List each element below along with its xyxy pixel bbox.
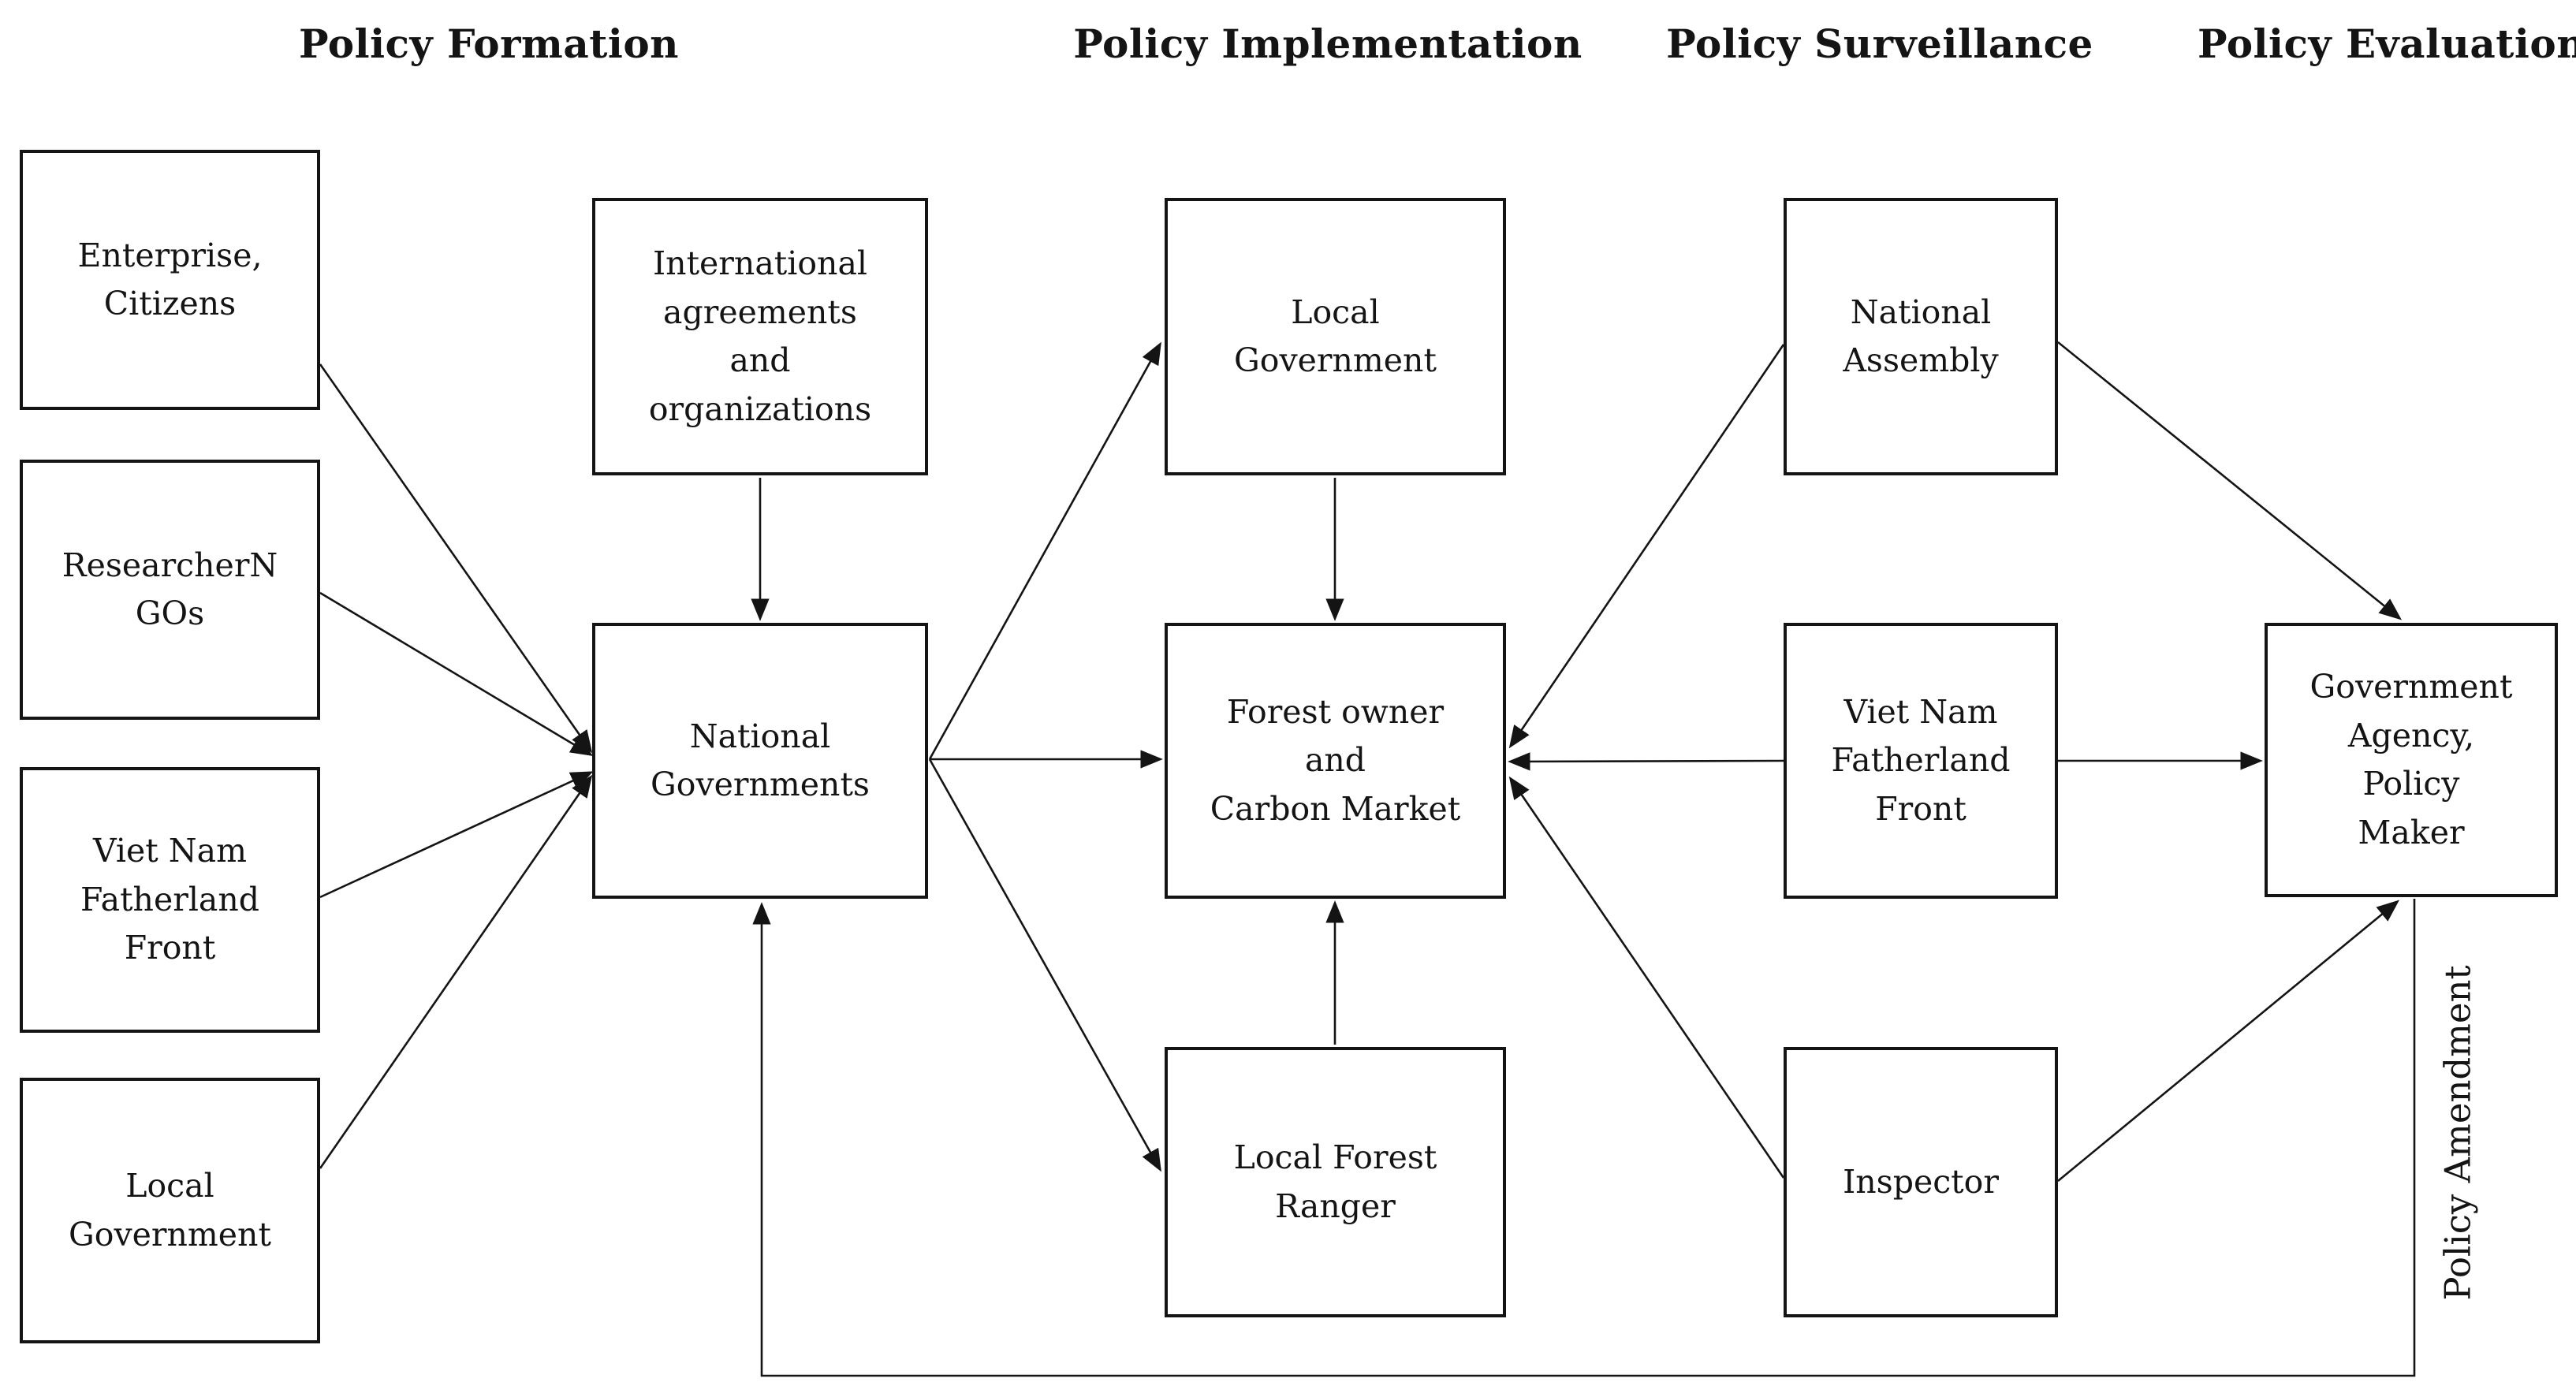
- box-forest-owner-carbon-market: Forest owner and Carbon Market: [1165, 623, 1506, 899]
- arrow-fatherland-front-2-to-forest-owner: [1508, 752, 1784, 771]
- box-researcher-ngos: ResearcherN GOs: [20, 460, 320, 720]
- box-local-government-1: Local Government: [20, 1078, 320, 1343]
- arrow-national-assembly-to-government-agency: [2057, 341, 2403, 620]
- box-local-forest-ranger: Local Forest Ranger: [1165, 1047, 1506, 1317]
- arrow-researchers-to-national-governments: [319, 591, 594, 757]
- arrow-fatherland-front-to-national-governments: [319, 771, 594, 899]
- box-national-governments: National Governments: [592, 623, 928, 899]
- column-header-policy-evaluation: Policy Evaluation: [2197, 20, 2576, 67]
- box-international-agreements: International agreements and organizatio…: [592, 198, 928, 475]
- arrow-national-governments-to-forest-ranger: [928, 758, 1161, 1172]
- box-enterprise-citizens: Enterprise, Citizens: [20, 150, 320, 410]
- box-local-government-2: Local Government: [1165, 198, 1506, 475]
- arrow-enterprise-to-national-governments: [319, 363, 593, 754]
- column-header-policy-surveillance: Policy Surveillance: [1666, 20, 2093, 67]
- box-inspector: Inspector: [1784, 1047, 2058, 1317]
- arrow-national-assembly-to-forest-owner: [1508, 344, 1785, 749]
- box-viet-nam-fatherland-front-1: Viet Nam Fatherland Front: [20, 767, 320, 1033]
- arrow-policy-amendment-feedback: [752, 899, 2416, 1377]
- arrow-national-governments-to-local-government: [928, 341, 1161, 760]
- box-national-assembly: National Assembly: [1784, 198, 2058, 475]
- arrow-inspector-to-forest-owner: [1508, 776, 1785, 1179]
- box-viet-nam-fatherland-front-2: Viet Nam Fatherland Front: [1784, 623, 2058, 899]
- arrow-inspector-to-government-agency: [2057, 900, 2400, 1183]
- column-header-policy-formation: Policy Formation: [298, 20, 680, 67]
- box-government-agency-policy-maker: Government Agency, Policy Maker: [2265, 623, 2558, 897]
- column-header-policy-implementation: Policy Implementation: [1073, 20, 1583, 67]
- arrow-local-government-to-national-governments: [319, 774, 593, 1169]
- policy-amendment-label: Policy Amendment: [2436, 965, 2479, 1301]
